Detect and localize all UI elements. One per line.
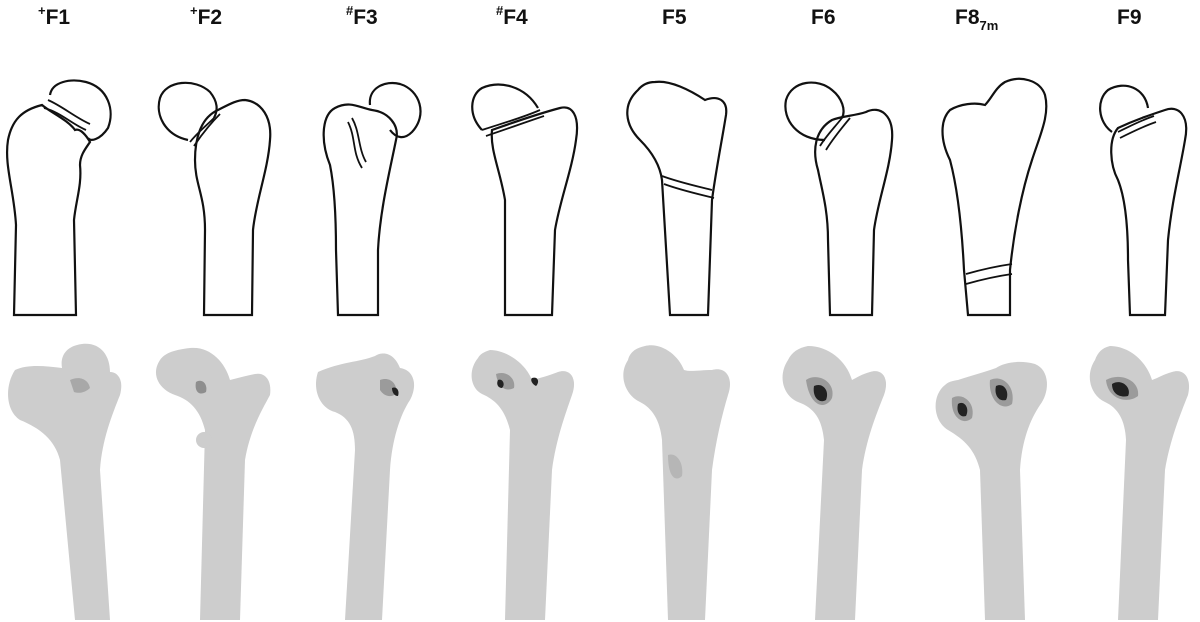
outline-femur-f3 (322, 81, 422, 317)
simulation-femur-f6 (782, 346, 887, 620)
simulation-femur-f3 (315, 353, 415, 620)
simulation-femur-f2 (155, 347, 271, 620)
simulation-femur-f9 (1089, 346, 1190, 620)
specimen-label-f2: +F2 (190, 3, 223, 30)
outline-femur-f2 (157, 81, 272, 317)
simulation-femur-f8 (935, 361, 1047, 620)
outline-femur-f4 (471, 83, 579, 317)
simulation-femur-f5 (623, 345, 731, 620)
outline-femur-f9 (1099, 84, 1188, 317)
specimen-label-f8: F87m (955, 6, 999, 33)
specimen-label-f9: F9 (1117, 6, 1142, 29)
simulation-femur-f1 (8, 343, 122, 620)
outline-femur-f6 (784, 81, 894, 317)
outline-femur-f1 (6, 79, 112, 317)
outline-femur-f8 (941, 77, 1048, 317)
specimen-label-f1: +F1 (38, 3, 71, 30)
outline-femur-f5 (626, 80, 728, 317)
specimen-label-f4: #F4 (496, 3, 528, 30)
simulation-femur-f4 (471, 350, 575, 620)
specimen-label-f3: #F3 (346, 3, 378, 30)
specimen-label-f6: F6 (811, 6, 836, 29)
specimen-label-f5: F5 (662, 6, 687, 29)
